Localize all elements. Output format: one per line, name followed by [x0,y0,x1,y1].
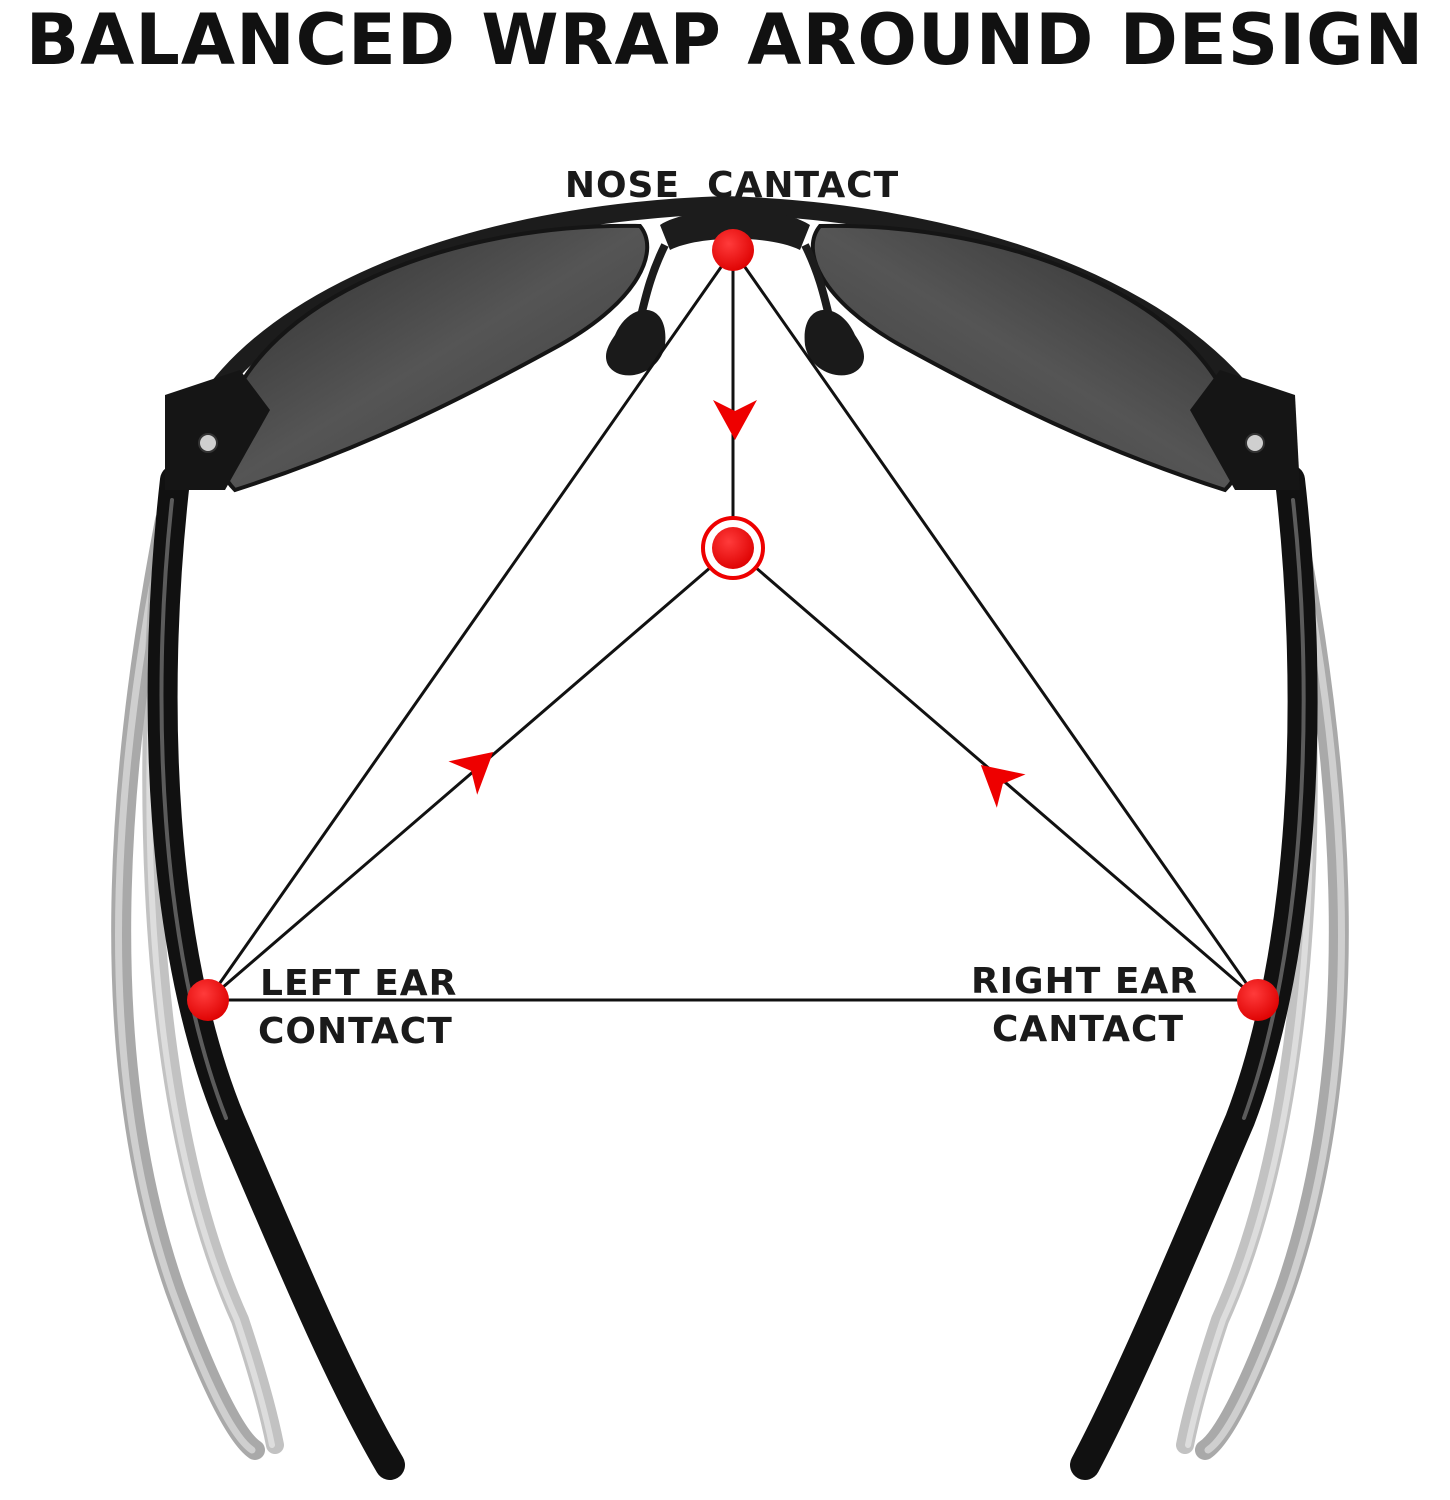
temple-arm-right [1070,465,1318,1480]
right-ear-label-line2: CANTACT [992,1009,1184,1050]
lens-left [216,223,650,493]
hinge-right [1190,370,1300,490]
headline: BALANCED WRAP AROUND DESIGN [25,0,1425,81]
temple-arm-left [147,465,405,1480]
screw-icon [198,433,218,453]
arrow-down-icon [713,400,757,440]
left-ear-label-line2: CONTACT [258,1011,453,1052]
red-dot-icon [712,527,754,569]
center-balance-point [701,516,765,580]
frame-top-bar [166,195,1299,483]
right-ear-label-line1: RIGHT EAR [971,961,1198,1002]
direction-arrows [448,400,1026,808]
nose-pad-right [804,309,865,376]
lens-right [810,223,1244,493]
balance-guide-lines [206,249,1260,1002]
arrow-up-right-icon [448,751,494,795]
nose-contact-point [712,229,754,271]
red-dot-icon [187,979,229,1021]
screw-icon [1245,433,1265,453]
red-dot-icon [1237,979,1279,1021]
red-dot-icon [712,229,754,271]
right-ear-contact-point [1237,979,1279,1021]
left-ear-contact-point [187,979,229,1021]
arrow-up-left-icon [980,764,1026,808]
left-ear-label-line1: LEFT EAR [260,963,457,1004]
nose-pad-left [605,309,666,376]
hinge-left [165,370,270,490]
nose-contact-label: NOSE CANTACT [565,165,899,206]
